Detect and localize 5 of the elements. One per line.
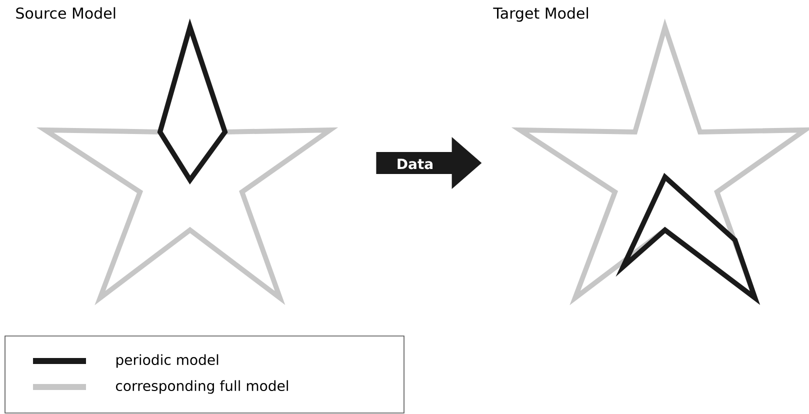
edge-label: Data [398, 158, 432, 170]
legend-text: corresponding full model [116, 380, 288, 394]
legend-text: periodic model [116, 354, 218, 368]
heading: Source Model [16, 7, 116, 19]
heading: Target Model [493, 7, 588, 22]
